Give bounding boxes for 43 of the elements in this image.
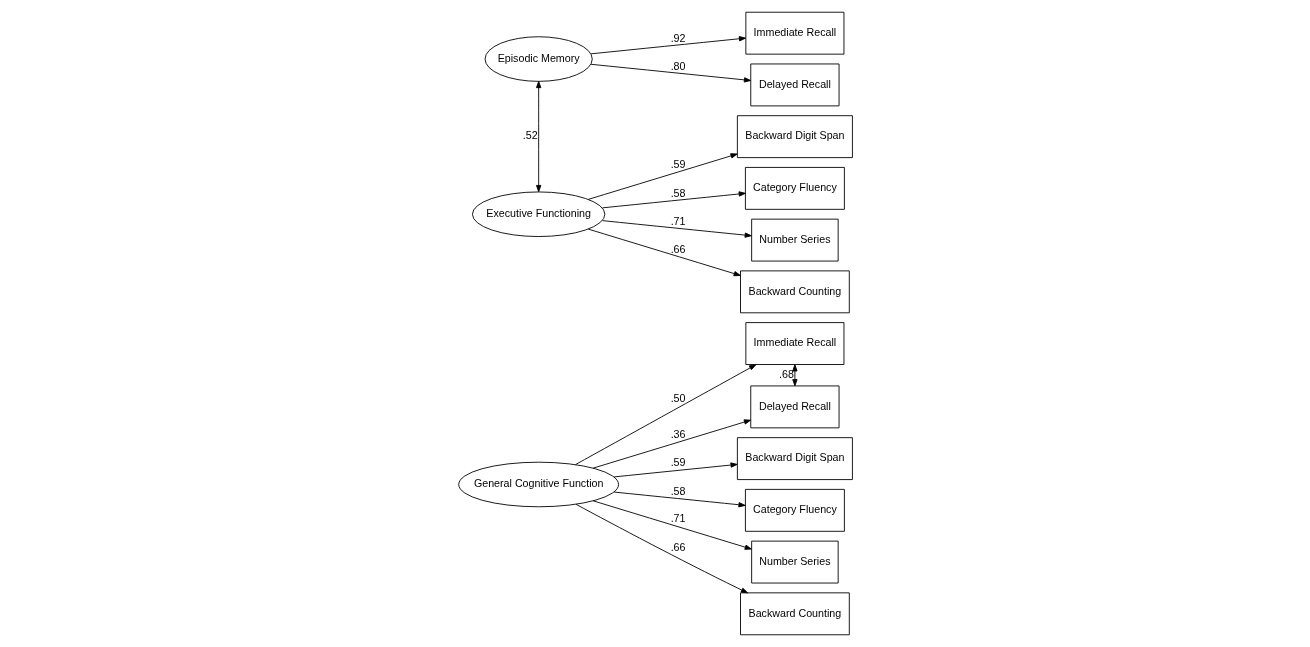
- edge-label: .58: [670, 484, 685, 497]
- edge-label: .71: [670, 215, 685, 228]
- node-ellipse: Episodic Memory: [484, 36, 593, 82]
- arrow: [601, 220, 752, 238]
- node-box: Category Fluency: [744, 488, 845, 532]
- node-box: Immediate Recall: [744, 322, 844, 365]
- edge-label: .71: [670, 512, 685, 525]
- node-box: Category Fluency: [744, 166, 845, 210]
- arrow: [601, 191, 746, 209]
- arrow: [592, 419, 751, 469]
- edge-label: .59: [670, 158, 685, 171]
- edge-label: .92: [670, 31, 685, 44]
- arrow: [574, 364, 756, 466]
- node-box: Backward Digit Span: [736, 437, 853, 481]
- edge-label: .58: [670, 186, 685, 199]
- edge-label: .36: [670, 427, 685, 440]
- arrow: [587, 228, 741, 277]
- edge-label: .52: [522, 129, 538, 142]
- arrow: [587, 153, 738, 200]
- edge-label: .68: [778, 367, 794, 380]
- arrow: [575, 503, 748, 594]
- edge-label: .66: [670, 243, 685, 256]
- edge-label: .80: [670, 60, 685, 73]
- node-ellipse: General Cognitive Function: [457, 461, 619, 508]
- node-box: Delayed Recall: [749, 385, 839, 429]
- node-box: Backward Digit Span: [736, 115, 853, 159]
- arrow: [590, 63, 751, 83]
- node-box: Immediate Recall: [744, 11, 844, 55]
- arrow: [590, 36, 746, 55]
- arrow: [791, 364, 798, 387]
- arrow: [613, 491, 746, 508]
- node-box: Backward Counting: [739, 270, 850, 314]
- edge-label: .59: [670, 456, 685, 469]
- edge-label: .50: [670, 392, 685, 405]
- node-box: Delayed Recall: [749, 63, 839, 107]
- arrow: [535, 80, 541, 193]
- node-box: Number Series: [750, 218, 839, 262]
- node-box: Backward Counting: [739, 592, 850, 636]
- node-box: Number Series: [750, 540, 839, 584]
- arrow: [613, 462, 738, 478]
- edge-label: .66: [670, 541, 685, 554]
- node-ellipse: Executive Functioning: [471, 191, 605, 237]
- arrow: [592, 500, 752, 550]
